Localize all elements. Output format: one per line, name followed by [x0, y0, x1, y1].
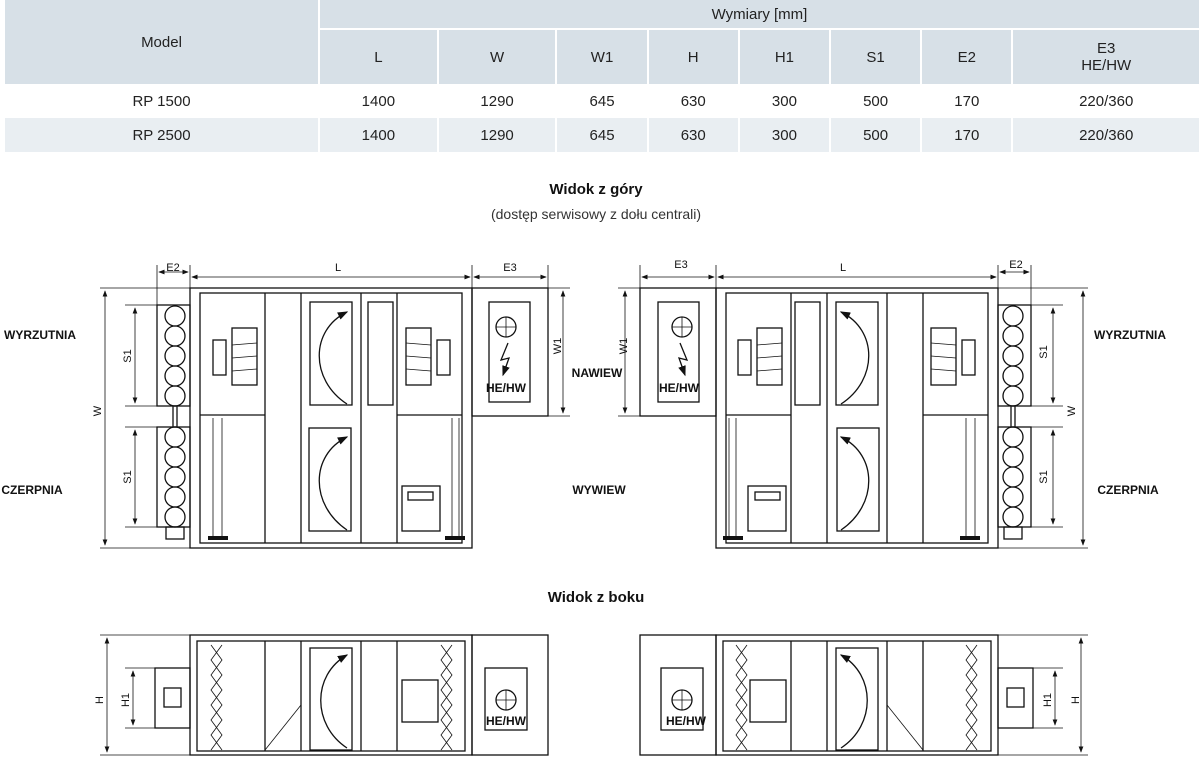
model-header: Model: [5, 0, 318, 84]
dim-H: H: [94, 696, 106, 704]
dim-H1: H1: [120, 693, 132, 707]
table-row: RP 1500 1400 1290 645 630 300 500 170 22…: [5, 84, 1199, 118]
col-E3-line1: E3: [1097, 40, 1116, 57]
cell: 1400: [361, 92, 396, 110]
dim-W: W: [92, 405, 104, 416]
label-czerpnia: CZERPNIA: [1097, 483, 1159, 497]
col-H1: H1: [739, 28, 829, 84]
cell: 630: [680, 92, 706, 110]
col-S1: S1: [831, 28, 921, 84]
cell: 500: [831, 118, 921, 152]
model-cell: RP 2500: [5, 118, 318, 152]
top-view-subtitle: (dostęp serwisowy z dołu centrali): [491, 206, 701, 222]
col-E3-line2: HE/HW: [1081, 57, 1132, 74]
model-cell: RP 1500: [132, 92, 191, 110]
side-view-title: Widok z boku: [548, 589, 645, 606]
col-L: L: [320, 28, 437, 84]
col-W1: W1: [557, 28, 647, 84]
cell: 300: [771, 92, 797, 110]
heater-label: HE/HW: [486, 714, 527, 728]
heater-label: HE/HW: [486, 381, 527, 395]
cell: 1400: [320, 118, 437, 152]
dim-E2: E2: [1009, 259, 1022, 271]
dim-H1: H1: [1042, 693, 1054, 707]
label-czerpnia: CZERPNIA: [1, 483, 63, 497]
cell: 220/360: [1013, 118, 1199, 152]
dim-S1: S1: [1038, 345, 1050, 358]
cell: 1290: [438, 118, 556, 152]
dim-S1: S1: [1038, 470, 1050, 483]
label-wyrzutnia: WYRZUTNIA: [1094, 328, 1166, 342]
cell: 220/360: [1079, 92, 1134, 110]
side-view-left-drawing: [100, 635, 548, 755]
dimensions-group-header: Wymiary [mm]: [320, 0, 1199, 28]
cell: 500: [863, 92, 889, 110]
label-wyrzutnia: WYRZUTNIA: [4, 328, 76, 342]
dim-H: H: [1070, 696, 1082, 704]
dim-W1: W1: [552, 338, 564, 355]
dim-E2: E2: [166, 262, 179, 274]
cell: 170: [922, 118, 1012, 152]
cell: 170: [954, 92, 980, 110]
cell: 630: [648, 118, 738, 152]
heater-label: HE/HW: [666, 714, 707, 728]
cell: 300: [739, 118, 829, 152]
col-W: W: [438, 28, 556, 84]
dim-W: W: [1066, 405, 1078, 416]
heater-label: HE/HW: [659, 381, 700, 395]
side-view-right-drawing: [640, 635, 1088, 755]
col-E2: E2: [922, 28, 1012, 84]
col-H: H: [648, 28, 738, 84]
dim-L: L: [840, 262, 846, 274]
dim-S1: S1: [122, 349, 134, 362]
dim-E3: E3: [674, 259, 687, 271]
dim-E3: E3: [503, 262, 516, 274]
dim-S1: S1: [122, 470, 134, 483]
cell: 645: [589, 92, 615, 110]
top-view-right-drawing: [618, 265, 1088, 548]
label-wywiew: WYWIEW: [572, 483, 626, 497]
dim-W1: W1: [618, 338, 630, 355]
cell: 1290: [480, 92, 514, 110]
table-row: RP 2500 1400 1290 645 630 300 500 170 22…: [5, 118, 1199, 152]
top-view-title: Widok z góry: [549, 181, 643, 198]
dim-L: L: [335, 262, 341, 274]
label-nawiew: NAWIEW: [572, 366, 623, 380]
top-view-left-drawing: [100, 265, 570, 548]
cell: 645: [557, 118, 647, 152]
